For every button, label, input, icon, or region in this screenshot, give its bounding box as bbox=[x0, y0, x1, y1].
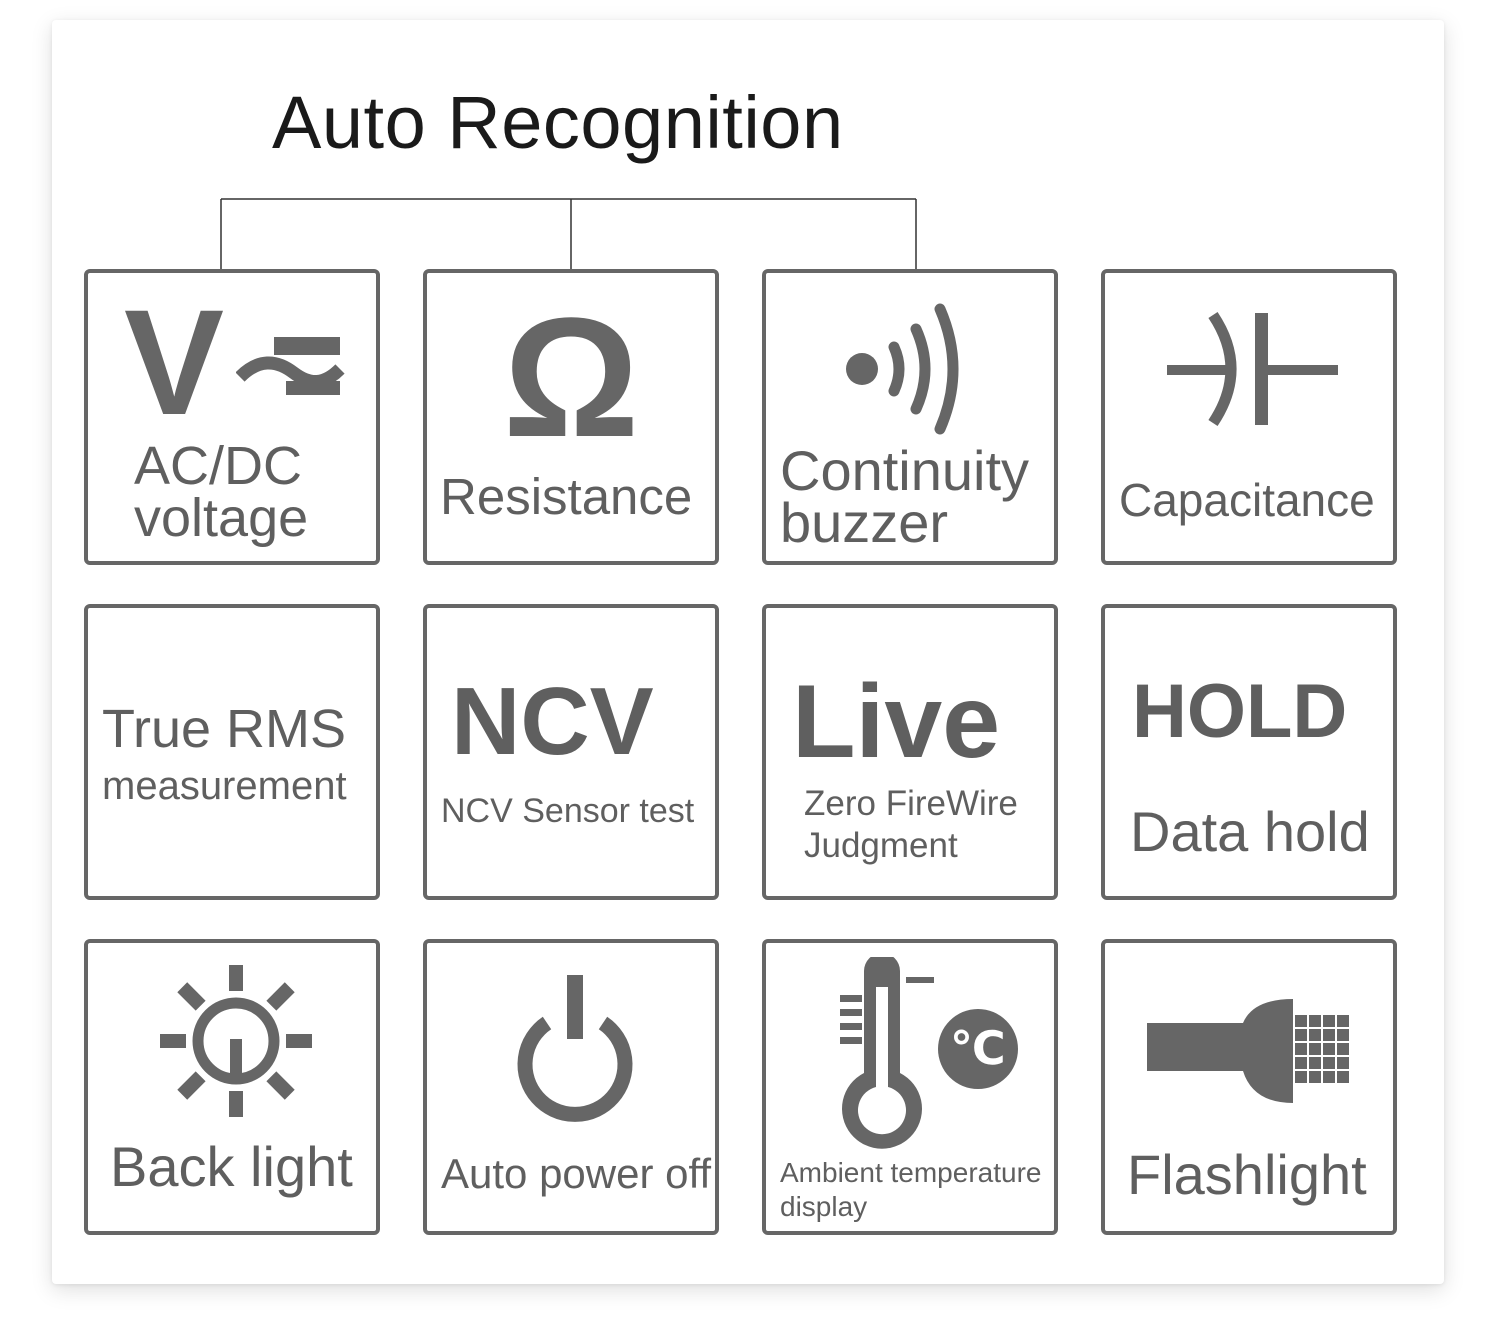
ncv-mark: NCV bbox=[451, 668, 654, 775]
feature-tile-live: Live Zero FireWire Judgment bbox=[762, 604, 1058, 900]
power-icon bbox=[517, 975, 633, 1122]
feature-label: Capacitance bbox=[1119, 474, 1375, 526]
omega-icon: Ω bbox=[503, 283, 640, 473]
feature-tile-ncv: NCV NCV Sensor test bbox=[423, 604, 719, 900]
feature-label: NCV Sensor test bbox=[441, 792, 695, 830]
feature-tile-hold: HOLD Data hold bbox=[1101, 604, 1397, 900]
thermometer-icon bbox=[840, 957, 934, 1149]
recognition-bracket bbox=[220, 198, 917, 270]
sound-wave-icon bbox=[846, 303, 959, 435]
capacitor-icon bbox=[1167, 311, 1338, 427]
feature-tile-flashlight: Flashlight bbox=[1101, 939, 1397, 1235]
live-mark: Live bbox=[792, 664, 1001, 780]
feature-label: Ambient temperature bbox=[780, 1157, 1042, 1188]
feature-label: True RMS bbox=[102, 699, 347, 759]
feature-tile-resistance: Ω Resistance bbox=[423, 269, 719, 565]
feature-label: Auto power off bbox=[441, 1150, 712, 1197]
feature-tile-back-light: Back light bbox=[84, 939, 380, 1235]
page-title: Auto Recognition bbox=[272, 81, 844, 164]
feature-tile-capacitance: Capacitance bbox=[1101, 269, 1397, 565]
feature-sublabel: measurement bbox=[102, 764, 347, 808]
feature-label: Zero FireWire bbox=[804, 784, 1018, 823]
feature-label: Back light bbox=[110, 1135, 353, 1198]
feature-label: Resistance bbox=[440, 468, 693, 525]
feature-sublabel: voltage bbox=[134, 488, 309, 548]
hold-mark: HOLD bbox=[1132, 669, 1348, 754]
sun-backlight-icon bbox=[160, 965, 312, 1117]
voltage-ac-dc-icon: V bbox=[124, 278, 225, 446]
feature-tile-ac-dc-voltage: V AC/DC voltage bbox=[84, 269, 380, 565]
feature-tile-auto-power-off: Auto power off bbox=[423, 939, 719, 1235]
feature-sublabel: display bbox=[780, 1191, 868, 1222]
feature-sublabel: Judgment bbox=[804, 826, 958, 865]
celsius-badge: ℃ bbox=[938, 1009, 1018, 1089]
feature-tile-continuity-buzzer: Continuity buzzer bbox=[762, 269, 1058, 565]
wave-equal-icon bbox=[236, 337, 345, 395]
feature-label: AC/DC bbox=[134, 436, 303, 496]
feature-tile-ambient-temperature: ℃ Ambient temperature display bbox=[762, 939, 1058, 1235]
feature-label: Continuity bbox=[780, 439, 1030, 502]
feature-sublabel: buzzer bbox=[780, 491, 949, 554]
flashlight-icon bbox=[1147, 999, 1349, 1103]
celsius-icon: ℃ bbox=[950, 1022, 1006, 1074]
feature-label: Data hold bbox=[1130, 800, 1370, 863]
feature-label: Flashlight bbox=[1127, 1143, 1367, 1206]
feature-tile-true-rms: True RMS measurement bbox=[84, 604, 380, 900]
